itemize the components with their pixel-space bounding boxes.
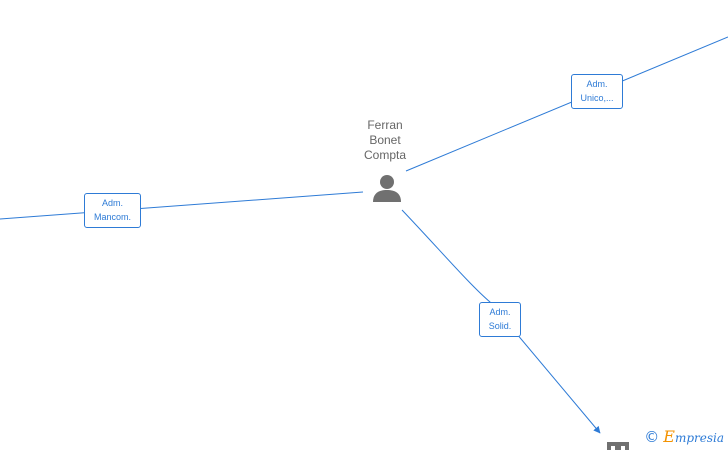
relation-label-solid[interactable]: Adm. Solid. <box>479 302 521 337</box>
person-name[interactable]: Ferran Bonet Compta <box>345 118 425 163</box>
relation-label-line: Solid. <box>488 321 512 331</box>
relation-label-line: Adm. <box>586 79 608 89</box>
brand-rest: mpresia <box>674 431 724 445</box>
relation-label-line: Adm. <box>489 307 511 317</box>
relation-label-line: Unico,... <box>580 93 614 103</box>
brand-initial: E <box>663 427 675 446</box>
empresia-logo: Empresia <box>663 427 724 446</box>
person-icon[interactable] <box>371 172 403 204</box>
relation-label-mancom[interactable]: Adm. Mancom. <box>84 193 141 228</box>
building-icon[interactable] <box>606 440 630 450</box>
edge-unico <box>405 36 728 172</box>
copyright-symbol: © <box>644 427 660 446</box>
edge-solid <box>401 209 601 434</box>
relation-label-unico[interactable]: Adm. Unico,... <box>571 74 623 109</box>
relation-label-line: Mancom. <box>93 212 131 222</box>
person-name-line: Ferran <box>367 118 403 132</box>
edge-mancom <box>0 191 364 220</box>
person-name-line: Compta <box>363 148 407 162</box>
relation-label-line: Adm. <box>101 198 123 208</box>
person-name-line: Bonet <box>369 133 401 147</box>
empresia-watermark: © Empresia <box>644 427 724 446</box>
